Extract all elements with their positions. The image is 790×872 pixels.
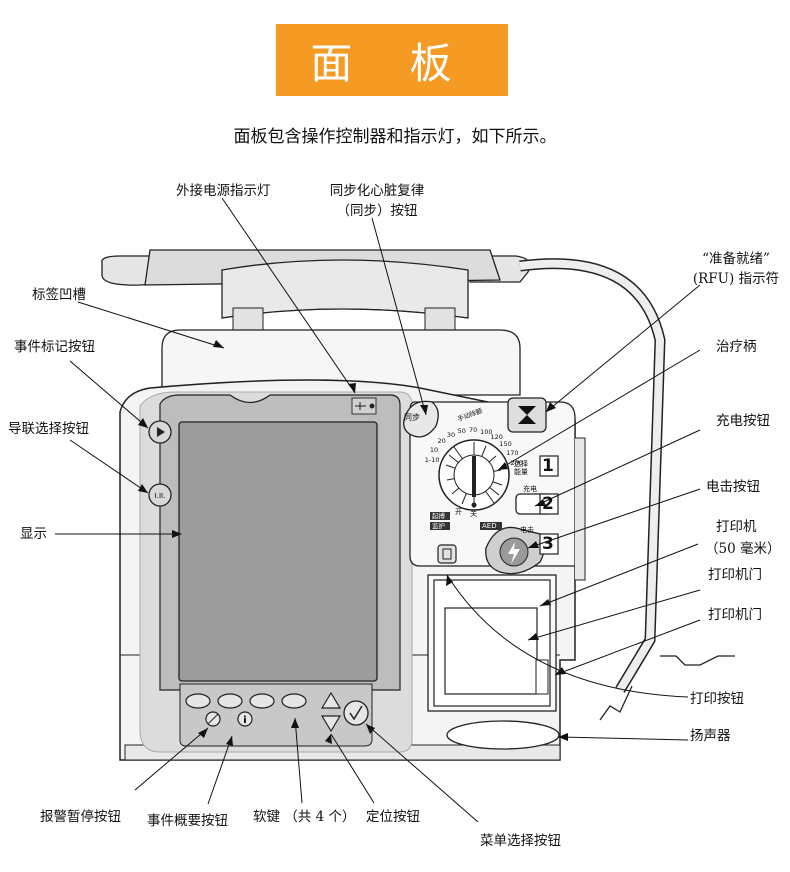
label-lead-select-button: 导联选择按钮 — [8, 421, 89, 437]
label-printer-sub: （50 毫米） — [705, 541, 781, 557]
pacer-label: 起搏 — [432, 512, 445, 520]
energy-energy-label: 能量 — [514, 468, 528, 476]
rfu-indicator — [518, 406, 536, 424]
softkey-4 — [281, 693, 307, 709]
label-therapy-knob: 治疗柄 — [716, 339, 757, 355]
energy-value-label: 50 — [457, 426, 466, 435]
display-screen — [178, 421, 378, 682]
speaker — [446, 720, 560, 750]
off-label: 关 — [470, 510, 477, 518]
label-softkeys: 软键 （共 4 个） — [253, 809, 356, 825]
label-alarm-pause-button: 报警暂停按钮 — [40, 809, 121, 825]
monitor-label: 监护 — [432, 522, 445, 530]
step-2: 2 — [542, 494, 554, 514]
print-button — [437, 544, 457, 564]
energy-value-label: 10 — [429, 445, 439, 454]
sync-button — [403, 400, 439, 438]
menu-select-button — [343, 700, 369, 726]
control-panel — [403, 397, 586, 581]
label-charge-button: 充电按钮 — [716, 413, 770, 429]
label-ac-power-indicator: 外接电源指示灯 — [176, 183, 271, 199]
softkey-2 — [217, 693, 243, 709]
label-printer-door-1: 打印机门 — [708, 567, 762, 583]
charge-label: 充电 — [523, 485, 537, 493]
event-summary-icon — [237, 711, 253, 727]
ac-power-led — [369, 403, 375, 409]
svg-text:I.II.: I.II. — [155, 492, 166, 500]
nav-down-button — [320, 715, 342, 733]
label-speaker: 扬声器 — [690, 728, 731, 744]
softkey-3 — [249, 693, 275, 709]
energy-value-label: 20 — [437, 437, 446, 446]
label-printer: 打印机 — [716, 519, 757, 535]
lead-select-button — [148, 483, 172, 507]
label-printer-door-2: 打印机门 — [708, 607, 762, 623]
label-event-summary-button: 事件概要按钮 — [147, 813, 228, 829]
energy-value-label: 150 — [499, 439, 512, 448]
energy-value-label: 1-10 — [424, 455, 440, 464]
label-menu-select-button: 菜单选择按钮 — [480, 833, 561, 849]
energy-value-label: 120 — [490, 432, 503, 441]
label-event-marker-button: 事件标记按钮 — [14, 339, 95, 355]
sync-button-label: 同步 — [404, 413, 420, 422]
label-sync-button-sub: （同步）按钮 — [336, 203, 418, 219]
svg-text:i: i — [243, 715, 246, 726]
shock-label: 电击 — [520, 526, 534, 534]
step-1: 1 — [542, 456, 554, 476]
label-rfu-indicator-sub: (RFU) 指示符 — [692, 271, 780, 287]
energy-value-label: 30 — [446, 430, 456, 439]
label-print-button: 打印按钮 — [690, 691, 744, 707]
label-label-slot: 标签凹槽 — [32, 287, 86, 303]
step-3: 3 — [542, 534, 554, 554]
energy-select-label: 选择 — [514, 460, 528, 468]
label-sync-button: 同步化心脏复律 — [329, 183, 425, 199]
nav-up-button — [320, 691, 342, 709]
softkey-1 — [185, 693, 211, 709]
energy-value-label: 100 — [480, 427, 493, 436]
label-shock-button: 电击按钮 — [706, 479, 760, 495]
label-nav-buttons: 定位按钮 — [366, 809, 420, 825]
printer-door-latch — [535, 659, 549, 695]
printer — [427, 574, 557, 712]
label-display: 显示 — [20, 526, 47, 542]
intro-text: 面板包含操作控制器和指示灯，如下所示。 — [233, 127, 557, 147]
aed-label: AED — [482, 522, 497, 530]
energy-value-label: 170 — [506, 448, 519, 457]
monitor-on-label: 开 — [455, 508, 462, 516]
label-rfu-indicator: “准备就绪” — [702, 251, 770, 267]
page-title: 面 板 — [276, 24, 508, 96]
energy-value-label: 200 — [510, 459, 523, 468]
energy-value-label: 70 — [468, 426, 478, 435]
